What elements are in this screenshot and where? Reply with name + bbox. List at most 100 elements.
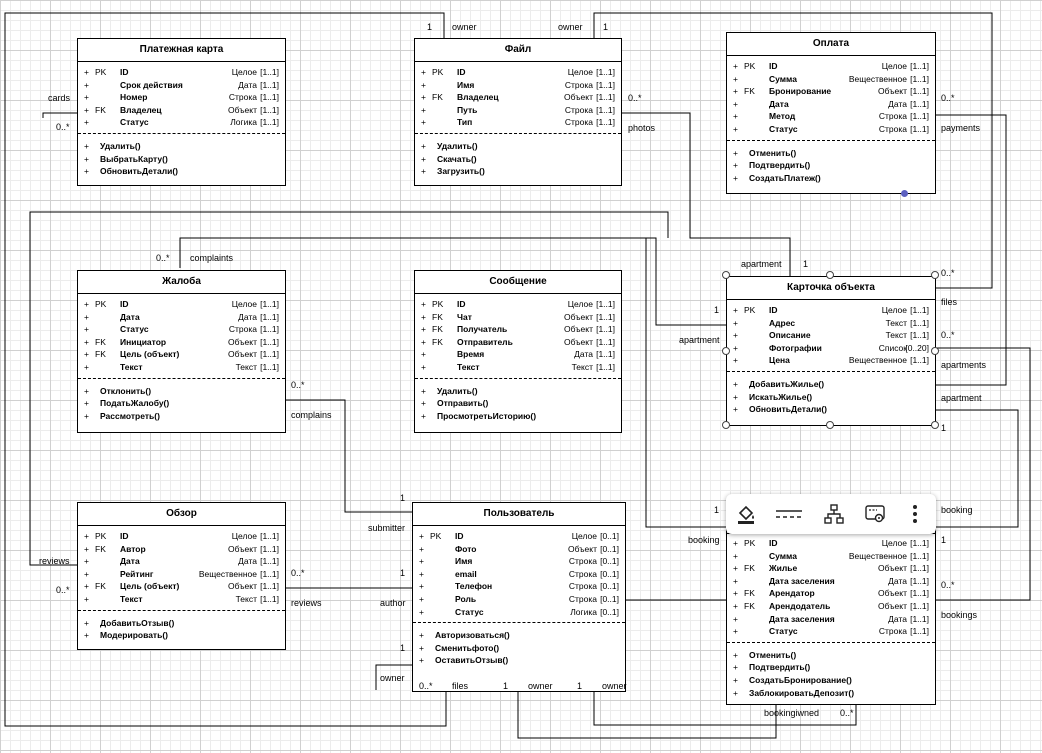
multiplicity-label: 1 [400,568,406,578]
attribute-name: Рейтинг [120,568,154,579]
attribute-visibility: + [733,626,738,637]
attribute-name: Тип [457,117,473,128]
attribute-visibility: + [421,324,426,335]
settings-icon[interactable] [863,502,887,526]
line-style-icon[interactable] [774,502,804,526]
attribute-visibility: + [419,568,424,579]
attribute-key: PK [744,61,756,71]
attribute-name: Чат [457,311,472,322]
attribute-name: Арендатор [769,588,815,599]
role-label: owner [602,681,627,691]
method-list: +Удалить()+Скачать()+Загрузить() [415,140,621,178]
attribute-name: Путь [457,104,478,115]
multiplicity-label: 0..* [56,585,70,595]
resize-handle[interactable] [722,421,730,429]
method-row: +ДобавитьОтзыв() [78,617,285,630]
method-row: +Удалить() [78,140,285,153]
method-row: + Скачать() [415,153,621,166]
resize-handle[interactable] [826,421,834,429]
connection-point[interactable] [901,190,908,197]
attribute-name: Время [457,349,485,360]
attribute-type: Целое [567,67,593,77]
resize-handle[interactable] [826,271,834,279]
method-visibility: + [84,398,89,409]
attribute-multiplicity: [1..1] [260,593,279,604]
method-name: Загрузить() [437,166,485,177]
more-icon[interactable] [903,502,927,526]
attribute-multiplicity: [0..20] [905,342,929,353]
method-row: +Отправить() [415,397,621,410]
attribute-name: Телефон [455,581,493,592]
method-name: Скачать() [437,153,477,164]
method-row: +Модерировать() [78,629,285,642]
attribute-multiplicity: [1..1] [910,305,929,315]
method-visibility: + [421,153,426,164]
resize-handle[interactable] [722,271,730,279]
attribute-visibility: + [421,92,426,103]
method-row: +ЗаблокироватьДепозит() [727,687,935,700]
method-row: +Сменитьфото() [413,642,625,655]
role-label: apartments [941,360,987,370]
multiplicity-label: 1 [503,681,509,691]
attribute-visibility: + [84,543,89,554]
attribute-key: PK [432,299,444,309]
role-label: apartment [741,259,782,269]
attribute-name: ID [120,531,129,541]
attribute-multiplicity: [1..1] [910,626,929,637]
method-name: Отменить() [749,147,797,158]
attribute-type: Объект [878,86,907,97]
attribute-multiplicity: [1..1] [910,73,929,84]
attribute-multiplicity: [1..1] [260,556,279,567]
attribute-multiplicity: [1..1] [910,123,929,134]
fill-icon[interactable] [734,502,758,526]
attribute-type: Объект [228,543,257,554]
class-title: Карточка объекта [727,277,935,300]
multiplicity-label: 0..* [291,380,305,390]
method-visibility: + [421,166,426,177]
resize-handle[interactable] [931,421,939,429]
multiplicity-label: 0..* [419,681,433,691]
resize-handle[interactable] [931,347,939,355]
attribute-visibility: + [733,317,738,328]
attribute-name: ID [120,67,129,77]
hierarchy-icon[interactable] [822,502,846,526]
class-title: Пользователь [413,503,625,526]
resize-handle[interactable] [931,271,939,279]
method-name: Удалить() [437,385,478,396]
attribute-name: Дата [120,311,140,322]
multiplicity-label: 1 [714,505,720,515]
method-visibility: + [419,655,424,666]
attribute-name: Статус [455,606,484,617]
attribute-multiplicity: [1..1] [596,299,615,309]
attribute-name: Жилье [769,563,798,574]
attribute-key: PK [744,538,756,548]
resize-handle[interactable] [722,347,730,355]
attribute-multiplicity: [1..1] [260,349,279,360]
attribute-type: Вещественное [198,568,257,579]
attribute-type: Целое [231,531,257,541]
method-visibility: + [733,147,738,158]
attribute-type: Дата [888,98,907,109]
floating-toolbar [726,494,936,534]
